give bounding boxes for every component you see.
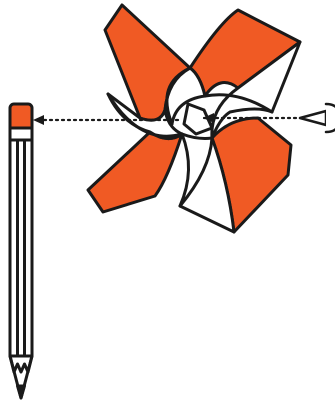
pin-needle	[298, 109, 328, 127]
pinwheel-fold-bottom	[178, 132, 236, 234]
pinwheel-swirl-line	[203, 93, 274, 114]
pinwheel-hub	[182, 102, 214, 136]
pinwheel-blade-bottom-left	[86, 130, 184, 214]
pinwheel-icon	[86, 3, 302, 234]
pencil-graphite	[16, 384, 26, 400]
pinwheel-swirl-line	[178, 136, 214, 208]
pinwheel-swirl-line	[165, 66, 192, 126]
pencil-body	[8, 138, 34, 358]
pencil-ferrule	[8, 126, 34, 142]
pencil-icon	[8, 102, 34, 400]
pinwheel-swirl-line	[106, 92, 184, 138]
motion-lines	[32, 113, 298, 125]
pin-head	[324, 102, 335, 134]
pencil-tip-edge	[8, 354, 34, 374]
pin-icon	[298, 102, 335, 134]
